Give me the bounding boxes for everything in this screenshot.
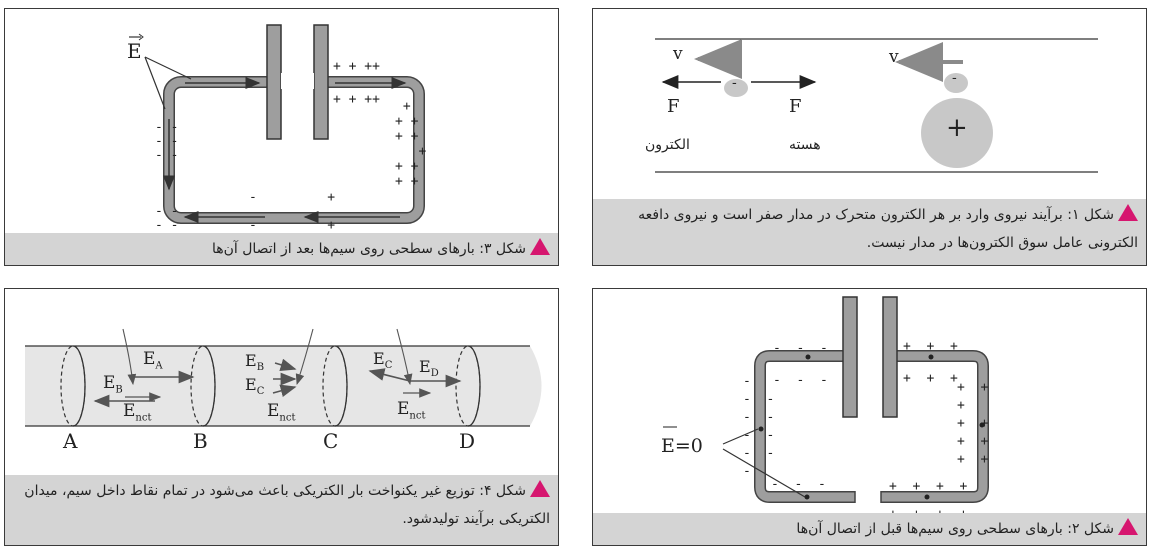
capacitor-plate-right (313, 24, 329, 140)
charge-plus-right: + + + + + + + + + + (395, 99, 427, 189)
e-zero-pointer-line (722, 428, 759, 445)
charge-minus-top: - - - - - - (773, 341, 828, 388)
figure-3-drawing (129, 24, 425, 224)
field-label-enct-1: Enct (123, 401, 152, 424)
figure-4-drawing (25, 328, 542, 427)
orbit-electron-sign: - (952, 70, 957, 86)
cross-section-a (60, 345, 86, 427)
field-label-ec-3: EC (373, 349, 393, 372)
section-label-a: A (63, 429, 78, 453)
figure-2-drawing (663, 296, 989, 503)
electron-label: الکترون (645, 137, 690, 153)
force-label-right: F (789, 96, 802, 117)
nucleus-sign: + (946, 113, 968, 143)
field-label-eb-1: EB (103, 373, 123, 396)
e-field-label: E (127, 39, 142, 63)
e-pointer-line (144, 56, 192, 80)
figure-1-panel: v v - - + F F الکترون هسته شکل ۱: برآیند… (592, 8, 1147, 266)
charge-minus-left: - - - - - - - - - - (155, 120, 179, 233)
figure-4-caption: شکل ۴: توزیع غیر یکنواخت بار الکتریکی با… (5, 475, 558, 545)
field-label-ec-2: EC (245, 375, 265, 398)
electron-ball (724, 79, 748, 97)
capacitor-plate-left (842, 296, 858, 418)
charge-plus-top-inner: + + ++ (333, 92, 380, 107)
figure-3-caption: شکل ۳: بارهای سطحی روی سیم‌ها بعد از اتص… (5, 233, 558, 265)
e-zero-label: E=0 (661, 435, 703, 457)
field-label-enct-2: Enct (267, 401, 296, 424)
field-label-ed: ED (419, 357, 439, 380)
force-label-left: F (667, 96, 680, 117)
triangle-icon (530, 238, 550, 255)
section-label-d: D (459, 429, 476, 453)
cross-section-c (322, 345, 348, 427)
velocity-label-left: v (673, 44, 683, 64)
charge-plus-top: + + + + + + (903, 339, 958, 386)
field-label-enct-3: Enct (397, 399, 426, 422)
field-line-a (122, 328, 137, 386)
section-label-c: C (323, 429, 339, 453)
field-label-eb-2: EB (245, 351, 265, 374)
triangle-icon (1118, 204, 1138, 221)
figure-2-caption: شکل ۲: بارهای سطحی روی سیم‌ها قبل از اتص… (593, 513, 1146, 545)
nucleus-ball (921, 98, 993, 168)
charge-minus-left: - - - - - - - - - - (743, 374, 775, 479)
figure-3-panel: E + + ++ + + ++ + + + + + + + + + + - - … (4, 8, 559, 266)
electron-sign: - (732, 75, 737, 91)
cross-section-b (190, 345, 216, 427)
field-label-ea: EA (143, 349, 163, 372)
charge-minus-bottom: - - - (771, 477, 826, 492)
velocity-label-right: v (889, 47, 899, 67)
orbit-electron-ball (944, 73, 968, 93)
charge-plus-top-outer: + + ++ (333, 59, 380, 74)
capacitor-plate-left (266, 24, 282, 140)
figure-1-drawing (655, 38, 1098, 173)
figure-1-caption: شکل ۱: برآیند نیروی وارد بر هر الکترون م… (593, 199, 1146, 265)
capacitor-plate-right (882, 296, 898, 418)
triangle-icon (530, 480, 550, 497)
figure-2-panel: E=0 - - - - - - + + + + + + - - - - - - … (592, 288, 1147, 546)
charge-bottom: - + - + (249, 190, 336, 233)
figure-4-panel: EA EB Enct EB EC Enct EC ED Enct A B C D… (4, 288, 559, 546)
triangle-icon (1118, 518, 1138, 535)
nucleus-label: هسته (789, 137, 821, 153)
charge-plus-right: + + + + + + + + + (957, 380, 989, 467)
section-label-b: B (193, 429, 208, 453)
